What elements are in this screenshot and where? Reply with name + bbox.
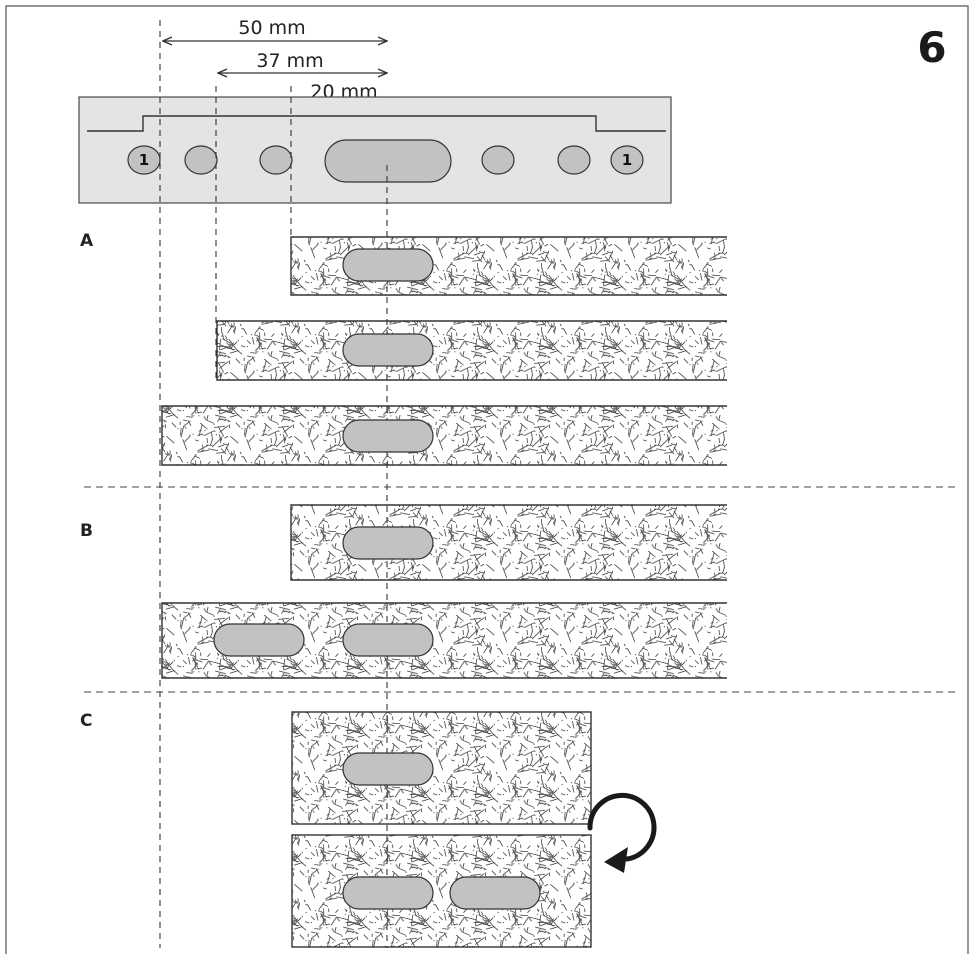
board-slot — [342, 333, 434, 367]
figure-number: 6 — [917, 23, 946, 72]
board-texture — [292, 835, 591, 947]
section-a-board-20mm — [290, 236, 727, 296]
figure-frame — [5, 5, 969, 954]
section-label-a: A — [80, 231, 94, 251]
board-texture — [292, 712, 591, 824]
section-b-board-top — [290, 504, 727, 581]
board-outline — [290, 504, 727, 581]
board-outline — [290, 236, 727, 296]
board-texture — [162, 406, 727, 465]
section-c-board-bottom — [291, 834, 592, 948]
section-b-board-bottom — [161, 602, 727, 679]
board-slot — [342, 752, 434, 786]
section-label-b: B — [80, 521, 93, 541]
section-label-c: C — [80, 711, 92, 731]
rail-hole — [481, 145, 515, 175]
board-outline — [291, 834, 592, 948]
board-slot — [342, 876, 434, 910]
board-slot — [342, 248, 434, 282]
rail-hole — [184, 145, 218, 175]
mounting-rail: 1 1 — [78, 96, 672, 204]
section-c-board-top — [291, 711, 592, 825]
board-slot — [449, 876, 541, 910]
rotate-clockwise-arrow-icon — [587, 792, 657, 873]
rail-center-slot — [324, 139, 452, 183]
rail-hole-1-left — [127, 145, 161, 175]
rail-hole-marker-left: 1 — [139, 151, 149, 169]
board-slot — [342, 623, 434, 657]
section-a-board-50mm — [161, 405, 727, 466]
board-outline — [161, 405, 727, 466]
rotate-arrow-arc — [587, 792, 657, 862]
dimension-label-50mm: 50 mm — [238, 17, 305, 39]
rail-lip — [87, 115, 666, 132]
rotate-arrow-head — [604, 847, 628, 873]
board-outline — [161, 602, 727, 679]
rail-hole-marker-right: 1 — [622, 151, 632, 169]
rail-hole — [259, 145, 293, 175]
board-texture — [217, 321, 727, 380]
board-slot — [342, 526, 434, 560]
dimension-37mm: 37 mm — [218, 50, 387, 73]
board-outline — [291, 711, 592, 825]
board-slot — [213, 623, 305, 657]
board-slot — [342, 419, 434, 453]
dimension-50mm: 50 mm — [163, 17, 387, 41]
section-a-board-37mm — [216, 320, 727, 381]
rail-hole — [557, 145, 591, 175]
board-outline — [216, 320, 727, 381]
rail-hole-1-right — [610, 145, 644, 175]
dimension-label-37mm: 37 mm — [256, 50, 323, 72]
